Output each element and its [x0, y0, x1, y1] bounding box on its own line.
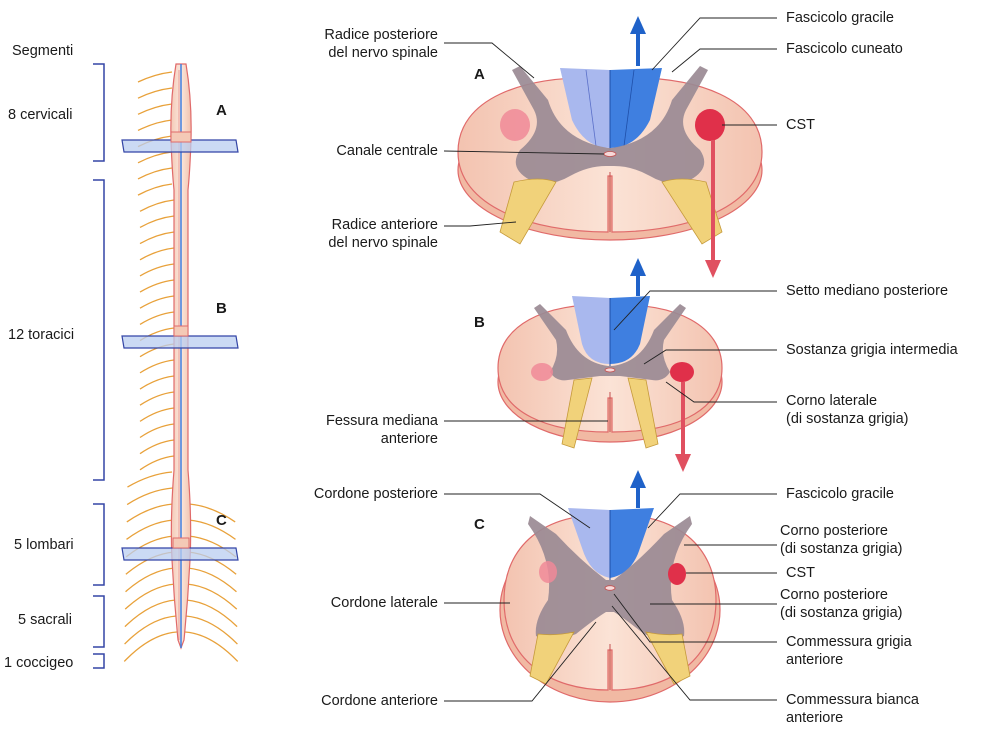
label-gracile-c: Fascicolo gracile — [786, 486, 894, 502]
segment-lumbar-label: 5 lombari — [14, 537, 74, 553]
label-anterior-root-a: Radice anteriore del nervo spinale — [328, 217, 438, 251]
nerve-root-left — [139, 247, 175, 261]
label-lateral-cord: Cordone laterale — [330, 595, 438, 611]
nerve-root-left — [137, 119, 173, 132]
label-central-canal: Canale centrale — [336, 143, 438, 159]
nerve-root-left — [139, 455, 175, 471]
bracket-cervical — [93, 63, 105, 162]
nerve-root-left — [126, 519, 174, 540]
nerve-root-left — [139, 423, 175, 439]
nerve-root-left — [139, 359, 175, 374]
nerve-root-left — [139, 375, 175, 390]
nerve-root-left — [139, 391, 175, 406]
label-posterior-cord: Cordone posteriore — [313, 486, 438, 502]
bracket-coccygeal — [93, 653, 105, 669]
bracket-lumbar — [93, 503, 105, 586]
nerve-root-left — [124, 583, 176, 610]
nerve-root-left — [137, 183, 173, 196]
nerve-root-left — [139, 231, 175, 245]
label-anterior-horn-c: Corno posteriore (di sostanza grigia) — [780, 587, 903, 621]
nerve-root-left — [139, 199, 175, 212]
segment-coccygeal-label: 1 coccigeo — [4, 655, 74, 671]
label-cst-a: CST — [786, 117, 815, 133]
section-letter-a: A — [474, 66, 485, 83]
segment-thoracic-label: 12 toracici — [8, 327, 75, 343]
nerve-root-left — [124, 615, 177, 645]
label-anterior-cord: Cordone anteriore — [321, 693, 438, 709]
section-plane-a — [121, 131, 239, 153]
section-plane-c — [121, 537, 239, 561]
nerve-root-left — [139, 263, 175, 277]
nerve-root-left — [126, 503, 174, 523]
section-letter-c: C — [474, 516, 485, 533]
bracket-thoracic — [93, 179, 105, 481]
nerve-root-right — [185, 615, 238, 645]
nerve-root-right — [186, 583, 238, 610]
leader-lines — [443, 17, 777, 702]
nerve-root-right — [185, 631, 239, 662]
nerve-root-left — [139, 439, 175, 455]
nerve-root-left — [125, 567, 175, 593]
nerve-root-right — [188, 519, 236, 540]
nerve-root-right — [187, 567, 237, 593]
section-plane-b — [121, 325, 239, 349]
nerve-root-right — [186, 599, 238, 628]
segments-title: Segmenti — [12, 43, 74, 59]
nerve-root-left — [139, 295, 175, 309]
nerve-root-left — [124, 599, 176, 628]
label-anterior-median-fissure: Fessura mediana anteriore — [325, 413, 438, 447]
label-cuneate-a: Fascicolo cuneato — [786, 41, 903, 57]
label-gracile-a: Fascicolo gracile — [786, 10, 894, 26]
cross-section-a — [457, 16, 763, 278]
nerve-root-left — [127, 471, 173, 488]
nerve-root-left — [137, 71, 173, 83]
label-anterior-grey-commissure: Commessura grigia anteriore — [786, 634, 912, 668]
nerve-root-left — [126, 487, 173, 506]
nerve-root-left — [137, 151, 173, 164]
level-letter-c: C — [216, 512, 227, 529]
nerve-root-left — [137, 87, 173, 99]
label-cst-c: CST — [786, 565, 815, 581]
label-posterior-horn-c: Corno posteriore (di sostanza grigia) — [780, 523, 903, 557]
level-letter-a: A — [216, 102, 227, 119]
segment-cervical-label: 8 cervicali — [8, 107, 73, 123]
cross-section-c — [499, 470, 721, 703]
segment-brackets — [93, 63, 105, 669]
label-intermediate-grey: Sostanza grigia intermedia — [786, 342, 958, 358]
nerve-root-right — [188, 503, 236, 523]
nerve-root-left — [139, 311, 175, 325]
nerve-root-left — [139, 279, 175, 293]
label-posterior-median-septum: Setto mediano posteriore — [786, 283, 949, 299]
label-posterior-root-a: Radice posteriore del nervo spinale — [324, 27, 438, 61]
label-lateral-horn: Corno laterale (di sostanza grigia) — [786, 393, 909, 427]
label-anterior-white-commissure: Commessura bianca anteriore — [786, 692, 919, 726]
cross-section-b — [497, 258, 723, 472]
nerve-root-left — [139, 215, 175, 229]
nerve-root-left — [123, 631, 177, 662]
segment-sacral-label: 5 sacrali — [18, 612, 72, 628]
bracket-sacral — [93, 595, 105, 648]
nerve-root-left — [139, 407, 175, 422]
level-letter-b: B — [216, 300, 227, 317]
section-letter-b: B — [474, 314, 485, 331]
nerve-root-left — [137, 103, 173, 115]
nerve-root-left — [137, 167, 173, 180]
